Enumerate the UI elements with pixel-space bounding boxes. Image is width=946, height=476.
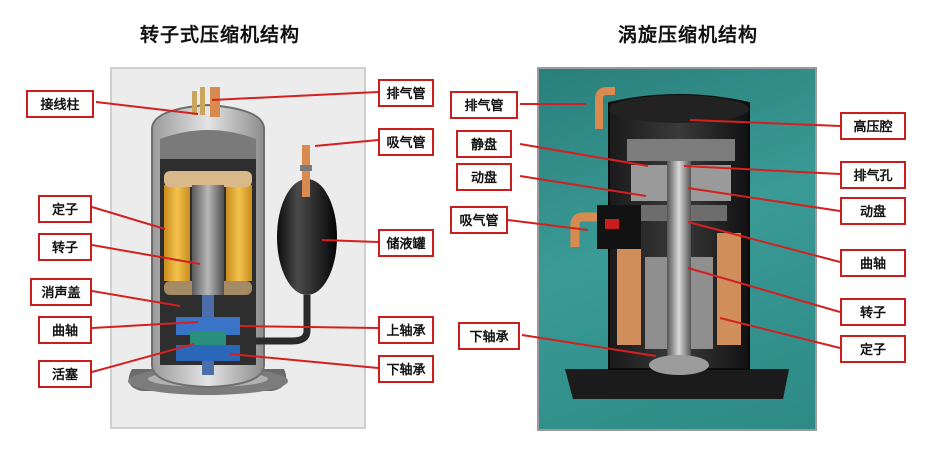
label-terminal: 接线柱 [26,90,94,118]
rotary-compressor-image [110,67,366,429]
rotary-compressor-title: 转子式压缩机结构 [140,24,301,46]
label-crankshaft-right: 曲轴 [840,249,906,277]
label-suction-pipe-left: 吸气管 [378,128,434,156]
label-stator-left: 定子 [38,195,92,223]
label-accumulator: 储液罐 [378,229,434,257]
label-piston: 活塞 [38,360,92,388]
label-lower-bearing-right: 下轴承 [458,322,520,350]
label-orbiting-scroll-left: 动盘 [456,163,512,191]
label-rotor-left: 转子 [38,233,92,261]
label-high-pressure-chamber: 高压腔 [840,112,906,140]
scroll-compressor-title: 涡旋压缩机结构 [618,24,759,46]
label-rotor-right: 转子 [840,298,906,326]
rotary-compressor-drawing [128,87,337,395]
label-lower-bearing-left: 下轴承 [378,355,434,383]
label-fixed-scroll: 静盘 [456,130,512,158]
label-discharge-pipe-left: 排气管 [378,79,434,107]
label-upper-bearing: 上轴承 [378,316,434,344]
scroll-compressor-drawing [565,87,789,399]
label-muffler-cover: 消声盖 [30,278,92,306]
label-orbiting-scroll-right: 动盘 [840,197,906,225]
label-suction-pipe-right: 吸气管 [450,206,508,234]
label-stator-right: 定子 [840,335,906,363]
label-discharge-hole: 排气孔 [840,161,906,189]
label-discharge-pipe-right: 排气管 [450,91,518,119]
scroll-compressor-image [537,67,817,431]
label-crankshaft-left: 曲轴 [38,316,92,344]
